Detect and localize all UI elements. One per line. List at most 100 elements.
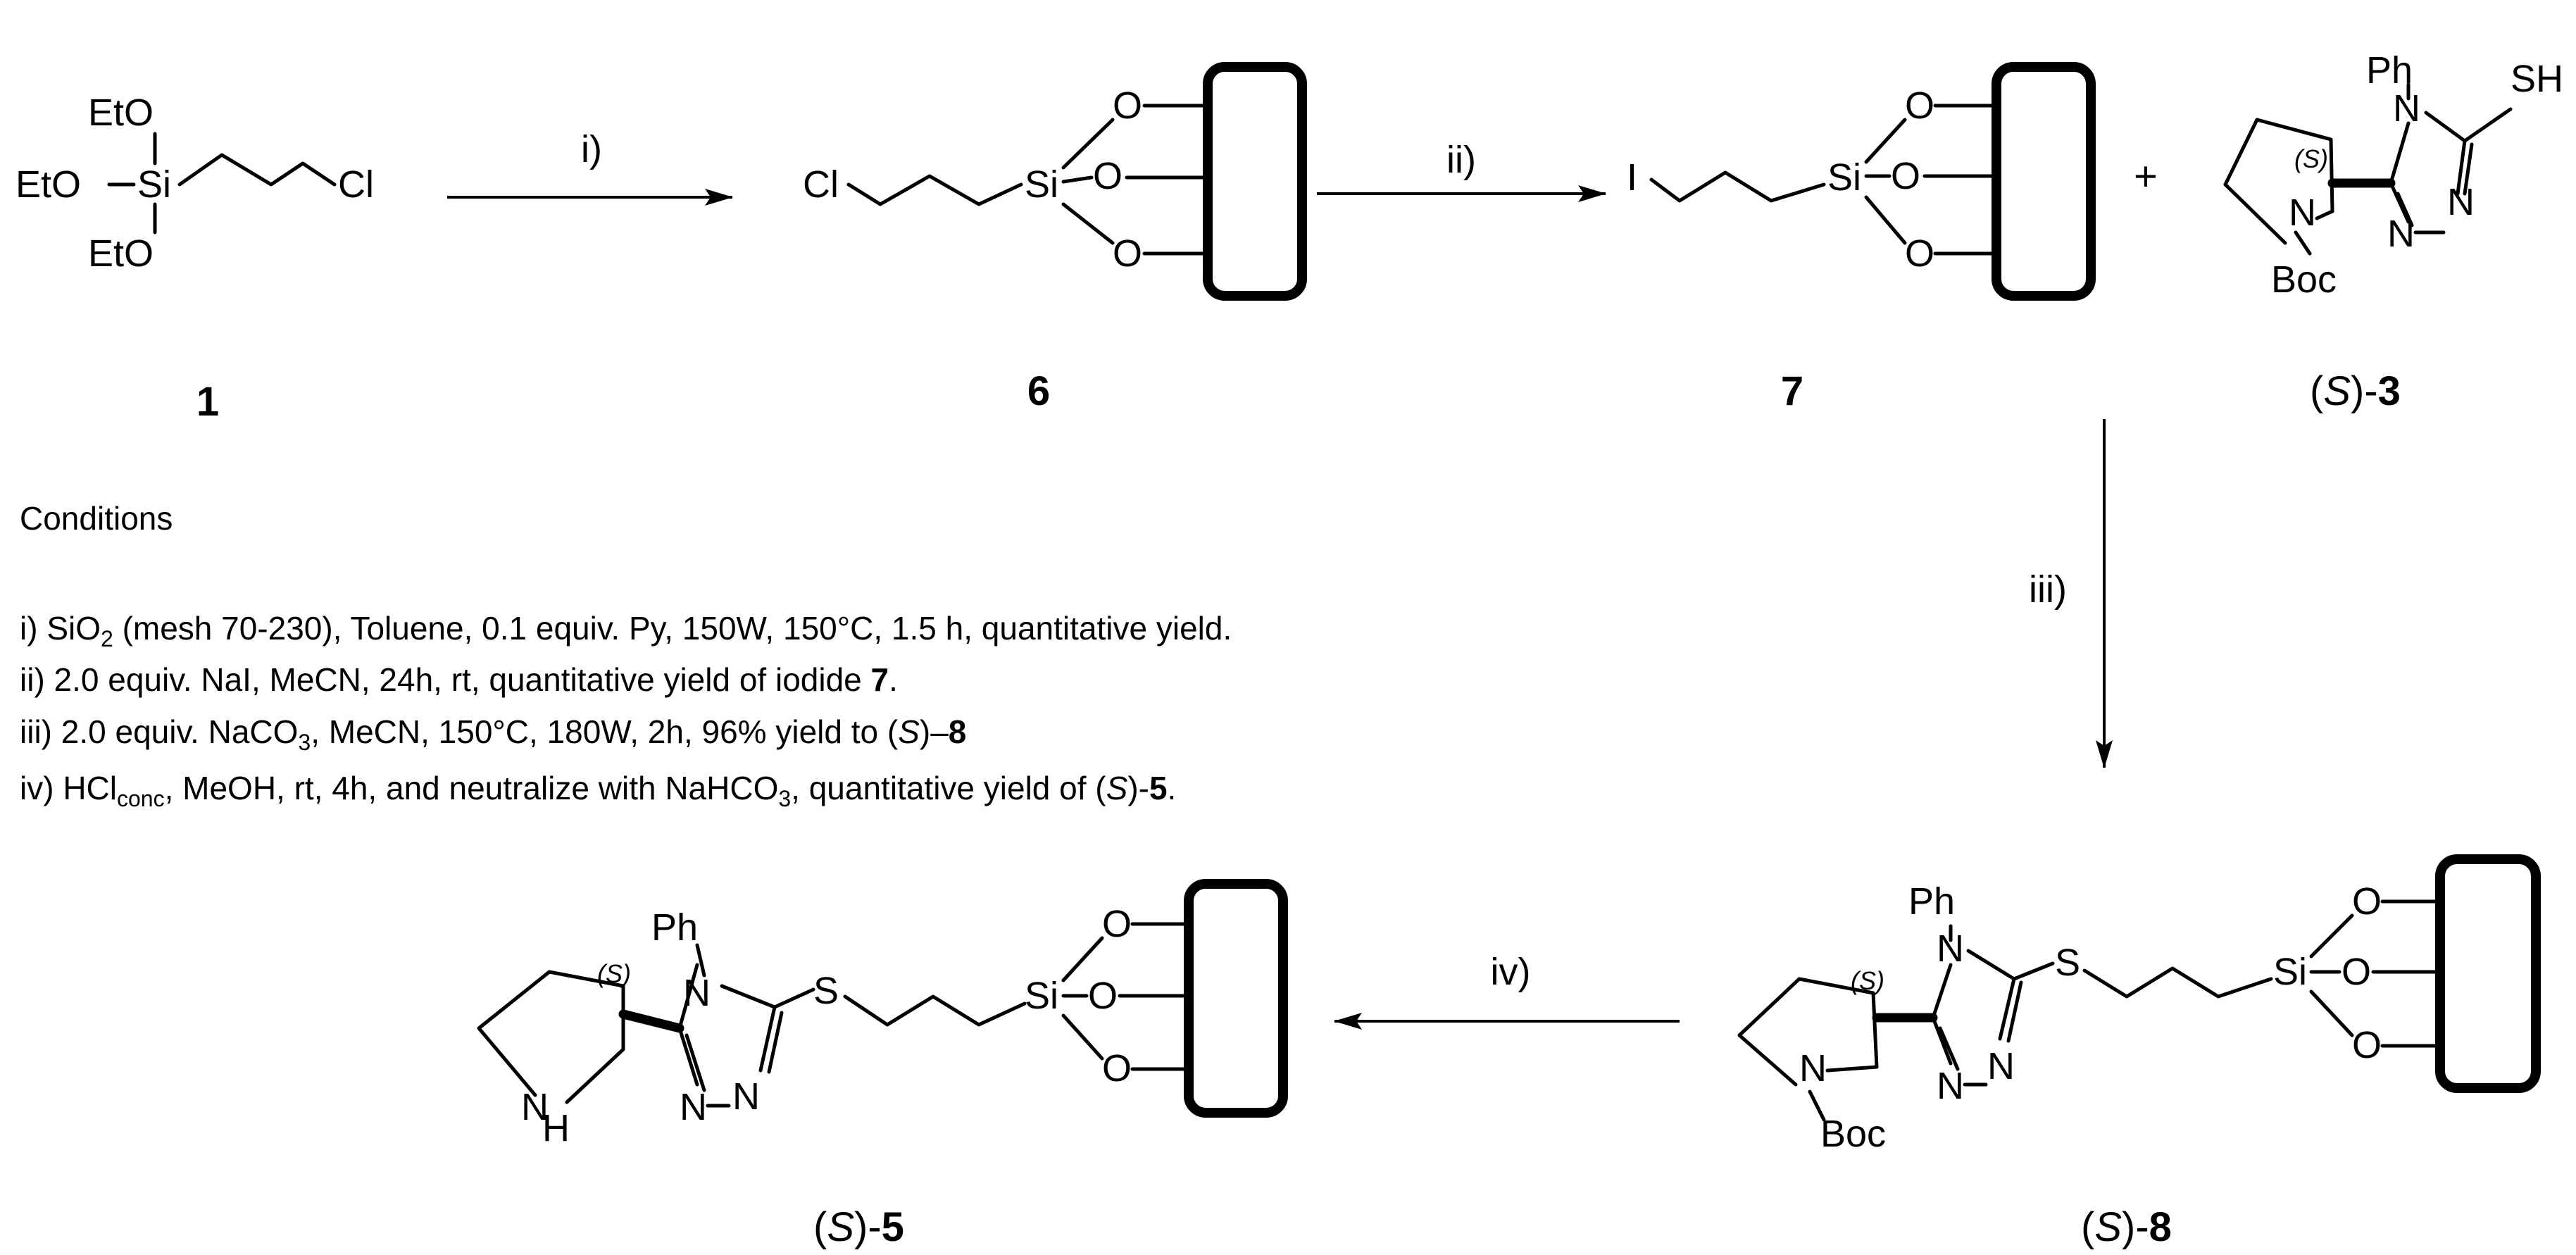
bond-si-o-bottom — [1061, 202, 1115, 245]
conditions-block: Conditions i) SiO2 (mesh 70-230), Toluen… — [20, 500, 1232, 811]
atom-o-bottom: O — [1905, 232, 1934, 275]
step-label-iv: iv) — [1491, 951, 1531, 993]
atom-eto-left: EtO — [15, 163, 81, 206]
bond-si-o-top — [1061, 118, 1115, 170]
atom-ph: Ph — [2366, 49, 2413, 92]
atom-sh: SH — [2511, 58, 2563, 100]
atom-cl: Cl — [338, 163, 374, 206]
atom-n1: N — [680, 1086, 707, 1128]
stereo-label: (S) — [2294, 144, 2328, 173]
bond-n-c — [1825, 1065, 1879, 1073]
bond-n-ph — [695, 943, 706, 978]
silica-support — [1184, 879, 1288, 1118]
compound-label-1: 1 — [196, 379, 219, 425]
bond-pyrrolidine-ring — [2223, 118, 2334, 245]
atom-n2: N — [732, 1075, 760, 1118]
bond-si-o-bottom — [1061, 1013, 1104, 1061]
silica-support — [1992, 62, 2096, 301]
compound-s8-structure: N Boc (S) N Ph N N S Si O O O — [1737, 854, 2541, 1155]
condition-line-3: iii) 2.0 equiv. NaCO3, MeCN, 150°C, 180W… — [20, 713, 966, 755]
bond-si-o-top — [2309, 913, 2354, 959]
bond-propyl-chain — [2082, 966, 2273, 999]
atom-n2: N — [1987, 1045, 2015, 1087]
compound-label-s8: (S)-8 — [2081, 1204, 2172, 1250]
bond-propyl-chain — [1649, 170, 1826, 203]
bond-si-o-top — [1061, 936, 1104, 982]
atom-n1: N — [2387, 213, 2415, 255]
atom-si: Si — [2273, 951, 2307, 993]
atom-n4: N — [683, 972, 711, 1014]
bond-triazole-c5 — [677, 963, 706, 1092]
compound-6-structure: Cl Si O O O — [803, 62, 1307, 301]
plus-sign: + — [2134, 154, 2158, 199]
atom-nh: N — [521, 1086, 549, 1128]
atom-boc: Boc — [2271, 258, 2337, 301]
step-label-i: i) — [581, 128, 602, 170]
atom-o-bottom: O — [1113, 232, 1142, 275]
bond-triazole-c3 — [720, 984, 784, 1074]
compound-label-s3: (S)-3 — [2310, 368, 2401, 414]
bond-o-support — [1125, 104, 1210, 256]
compound-7-structure: I Si O O O — [1627, 62, 2096, 301]
atom-o-mid: O — [1088, 975, 1118, 1017]
bond-n-c — [2315, 209, 2334, 220]
atom-n2: N — [2447, 181, 2475, 223]
bond-propyl-chain — [843, 994, 1027, 1027]
atom-o-mid: O — [1891, 155, 1920, 197]
atom-ph: Ph — [1908, 880, 1955, 923]
step-label-ii: ii) — [1446, 139, 1476, 181]
bond-triazole-c5 — [1931, 963, 1960, 1071]
bond-c-s — [2012, 961, 2055, 981]
silica-support — [2435, 854, 2541, 1093]
atom-s: S — [813, 970, 839, 1012]
atom-o-top: O — [1905, 85, 1934, 127]
atom-eto-bottom: EtO — [88, 232, 154, 275]
bond-o-support — [1922, 104, 1999, 256]
atom-n-pyrrolidine: N — [2289, 192, 2316, 234]
compound-s3-structure: N Boc (S) N Ph N N SH — [2223, 49, 2563, 301]
atom-si: Si — [1827, 156, 1861, 199]
stereo-label: (S) — [1851, 966, 1884, 995]
bond-si-o-top — [1864, 118, 1907, 164]
bond-propyl-chain — [177, 153, 337, 187]
atom-h: H — [542, 1107, 570, 1149]
stereo-label: (S) — [597, 959, 631, 988]
bond-o-support — [1118, 922, 1191, 1071]
condition-line-4: iv) HClconc, MeOH, rt, 4h, and neutraliz… — [20, 770, 1176, 811]
atom-si: Si — [137, 163, 171, 206]
atom-o-top: O — [2352, 880, 2382, 923]
bond-wedge — [618, 1009, 684, 1033]
bond-n-boc — [1808, 1089, 1826, 1122]
compound-1-structure: EtO EtO Si EtO Cl — [15, 92, 374, 275]
step-label-iii: iii) — [2029, 568, 2067, 611]
bond-si-o-bottom — [1864, 195, 1907, 245]
atom-o-mid: O — [2341, 951, 2371, 993]
atom-n-pyrrolidine: N — [1799, 1047, 1827, 1089]
atom-o-top: O — [1113, 85, 1142, 127]
conditions-title: Conditions — [20, 500, 173, 537]
atom-o-mid: O — [1093, 155, 1123, 197]
atom-o-bottom: O — [1102, 1047, 1132, 1089]
compound-label-s5: (S)-5 — [813, 1204, 904, 1250]
bond-triazole-c3 — [1966, 949, 2023, 1043]
bond-pyrrolidine-ring — [1737, 977, 1879, 1087]
atom-boc: Boc — [1820, 1113, 1886, 1155]
condition-line-2: ii) 2.0 equiv. NaI, MeCN, 24h, rt, quant… — [20, 661, 898, 698]
atom-si: Si — [1025, 163, 1058, 206]
silica-support — [1203, 62, 1307, 301]
bond-triazole-c5 — [2389, 121, 2414, 227]
condition-line-1: i) SiO2 (mesh 70-230), Toluene, 0.1 equi… — [20, 610, 1232, 651]
atom-o-bottom: O — [2352, 1024, 2382, 1066]
bond-si-o-bottom — [2309, 989, 2354, 1037]
bond-n-c — [565, 1047, 625, 1104]
bond-pyrrolidine-ring — [477, 970, 625, 1097]
atom-s: S — [2055, 942, 2080, 984]
compound-label-7: 7 — [1781, 368, 1803, 414]
compound-label-6: 6 — [1027, 368, 1050, 414]
bond-o-support — [2371, 899, 2442, 1048]
bond-propyl-chain — [846, 174, 1023, 206]
atom-si: Si — [1025, 975, 1058, 1017]
bond-c-s — [773, 987, 815, 1009]
atom-ph: Ph — [651, 906, 698, 949]
